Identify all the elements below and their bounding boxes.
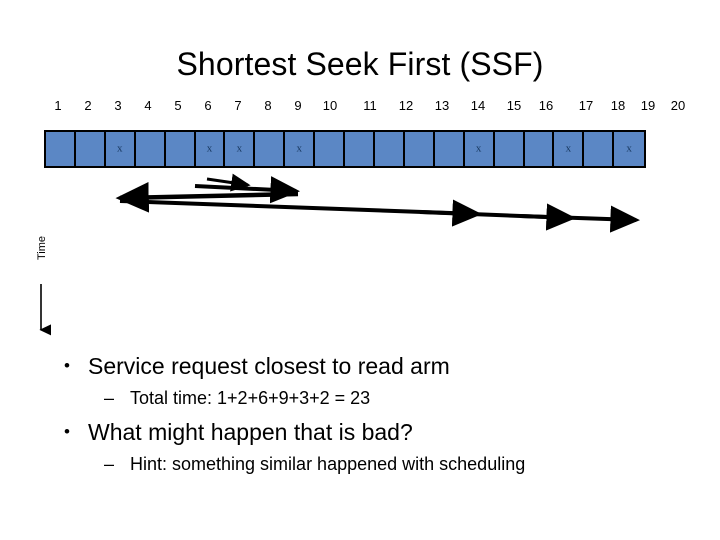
track-cell-13 [404,132,435,166]
track-cell-12 [374,132,405,166]
track-cell-8 [255,132,286,166]
track-request-mark-18: x [565,142,572,155]
bullet-text-3: What might happen that is bad? [88,419,413,445]
track-number-1: 1 [54,98,62,113]
track-request-mark-20: x [626,142,632,155]
track-number-11: 11 [363,98,377,113]
track-number-9: 9 [294,98,302,113]
time-axis-label: Time [36,235,48,261]
track-cell-20: x [614,132,645,166]
track-request-mark-9: x [296,142,302,155]
track-cell-10 [315,132,346,166]
track-cell-9: x [285,132,316,166]
page-title: Shortest Seek First (SSF) [176,46,544,82]
track-cell-17 [524,132,555,166]
track-cell-5 [165,132,196,166]
track-cell-11 [345,132,375,166]
track-number-16: 16 [538,98,554,113]
track-number-8: 8 [264,98,272,113]
bullet-text-1: Service request closest to read arm [88,353,450,379]
track-cell-19 [584,132,615,166]
bullet-marker-1: • [64,356,70,375]
bullet-text-4: Hint: something similar happened with sc… [130,454,526,474]
track-cell-15: x [464,132,495,166]
track-number-3: 3 [114,98,122,113]
track-number-6: 6 [204,98,212,113]
seek-arrow-step-3 [115,182,299,213]
track-cell-1 [46,132,76,166]
track-cell-4 [135,132,166,166]
seek-arrows-svg [115,173,640,233]
bullet-marker-4: – [104,454,115,474]
track-number-13: 13 [434,98,450,113]
seek-arrow-step-4 [119,199,482,227]
seek-arrow-step-1 [206,173,251,192]
track-cell-2 [75,132,106,166]
track-request-mark-3: x [117,142,123,155]
track-cell-16 [494,132,525,166]
bullet-item-4: –Hint: something similar happened with s… [54,450,674,478]
track-cell-18: x [554,132,585,166]
track-number-14: 14 [470,98,486,113]
track-number-2: 2 [84,98,92,113]
seek-arrow-step-6 [519,205,640,233]
bullet-item-2: –Total time: 1+2+6+9+3+2 = 23 [54,384,674,412]
track-number-18: 18 [610,98,626,113]
bullet-item-3: • What might happen that is bad? [54,416,674,448]
track-number-12: 12 [398,98,414,113]
bullet-marker-2: – [104,388,115,408]
track-number-5: 5 [174,98,182,113]
track-request-mark-7: x [236,142,243,155]
track-number-19: 19 [640,98,656,113]
bullet-item-1: • Service request closest to read arm [54,350,674,382]
bullet-text-2: Total time: 1+2+6+9+3+2 = 23 [130,388,371,408]
track-number-4: 4 [144,98,152,113]
seek-path-arrows [0,168,720,238]
track-number-17: 17 [578,98,594,113]
track-request-mark-6: x [206,142,213,155]
track-number-15: 15 [506,98,522,113]
track-cell-14 [434,132,465,166]
track-cell-7: x [225,132,256,166]
time-axis: Time [26,228,66,338]
seek-arrow-step-2 [194,176,300,204]
track-cell-6: x [195,132,226,166]
track-number-20: 20 [670,98,686,113]
bullet-marker-3: • [64,422,70,441]
track-number-7: 7 [234,98,242,113]
time-direction-arrow-icon [39,284,52,336]
bullet-list: •Service request closest to read arm–Tot… [54,350,674,482]
track-request-mark-15: x [475,142,482,155]
track-cell-3: x [105,132,136,166]
track-number-10: 10 [322,98,338,113]
